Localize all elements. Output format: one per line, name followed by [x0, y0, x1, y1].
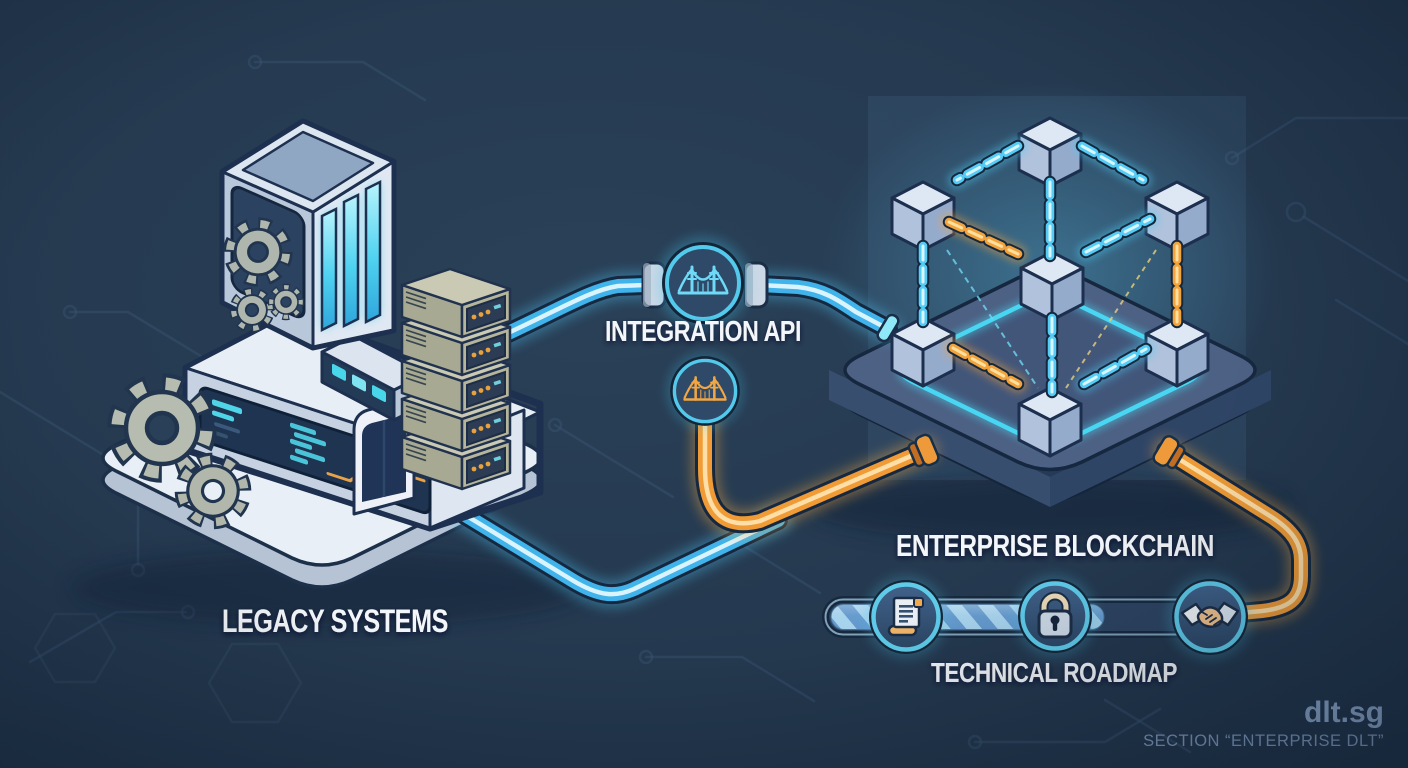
illustration-canvas: INTEGRATION API LEGACY SYSTEMS ENTERPRIS… — [0, 0, 1408, 768]
enterprise-dlt-illustration: INTEGRATION API LEGACY SYSTEMS ENTERPRIS… — [0, 0, 1408, 768]
vignette — [0, 0, 1408, 768]
